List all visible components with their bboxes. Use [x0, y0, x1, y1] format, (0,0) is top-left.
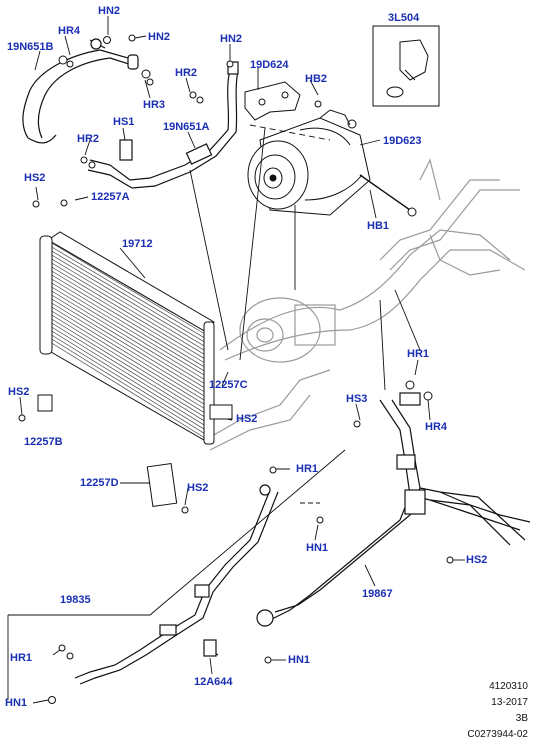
label-19n651b: 19N651B	[7, 41, 54, 53]
bracket	[244, 81, 301, 121]
condenser-fin	[49, 277, 206, 372]
label-12257b: 12257B	[24, 436, 63, 448]
condenser-fin	[49, 337, 206, 435]
condenser-fin	[49, 289, 206, 385]
footer-illustration-id: C0273944-02	[467, 729, 528, 740]
label-hn2-c: HN2	[220, 33, 243, 45]
condenser-fin	[49, 341, 206, 439]
pipe-19867	[256, 392, 531, 627]
condenser-fin	[49, 245, 206, 339]
condenser-fin	[49, 273, 206, 368]
label-hs3: HS3	[346, 393, 368, 405]
label-19d624: 19D624	[250, 59, 289, 71]
label-hn2-top: HN2	[98, 5, 121, 17]
condenser-fin	[49, 325, 206, 422]
condenser-fin	[49, 317, 206, 414]
label-hs2-d: HS2	[187, 482, 209, 494]
label-hr4-top: HR4	[58, 25, 81, 37]
footer-date: 13-2017	[491, 697, 528, 708]
label-hn1-b: HN1	[288, 654, 311, 666]
label-hb2: HB2	[305, 73, 328, 85]
condenser-fin	[49, 293, 206, 389]
label-hn1-c: HN1	[5, 697, 28, 709]
condenser-fin	[49, 249, 206, 343]
condenser-fin	[49, 333, 206, 430]
hose-19n651a	[87, 61, 239, 189]
condenser-fin	[49, 329, 206, 426]
condenser-fin	[49, 269, 206, 364]
label-hr1-b: HR1	[296, 463, 319, 475]
label-hr1-c: HR1	[10, 652, 33, 664]
part-3l504-box	[372, 25, 440, 107]
condenser-fin	[49, 301, 206, 397]
label-12257d: 12257D	[80, 477, 119, 489]
label-3l504: 3L504	[388, 12, 420, 24]
label-hn1-a: HN1	[306, 542, 329, 554]
condenser-fin	[49, 261, 206, 356]
condenser-fin	[49, 257, 206, 351]
label-12257a: 12257A	[91, 191, 130, 203]
label-19n651a: 19N651A	[163, 121, 210, 133]
footer-ref: 4120310	[489, 681, 528, 692]
label-hr1-a: HR1	[407, 348, 430, 360]
label-hs2-c: HS2	[236, 413, 258, 425]
label-12a644: 12A644	[194, 676, 233, 688]
label-hs2-e: HS2	[466, 554, 488, 566]
clips-fasteners	[18, 34, 454, 704]
condenser-fin	[49, 305, 206, 401]
condenser	[39, 231, 215, 445]
label-19835: 19835	[60, 594, 91, 606]
compressor	[247, 109, 417, 217]
condenser-fin	[49, 253, 206, 347]
label-19d623: 19D623	[383, 135, 422, 147]
condenser-fin	[49, 321, 206, 418]
condenser-fin	[49, 241, 206, 335]
label-hr2-a: HR2	[175, 67, 198, 79]
label-hr3: HR3	[143, 99, 166, 111]
label-19867: 19867	[362, 588, 393, 600]
label-12257c: 12257C	[209, 379, 248, 391]
label-hs1: HS1	[113, 116, 135, 128]
label-hs2-a: HS2	[24, 172, 46, 184]
condenser-fin	[49, 309, 206, 406]
label-hr2-b: HR2	[77, 133, 100, 145]
ghost-pipework	[204, 158, 526, 451]
condenser-fin	[49, 297, 206, 393]
condenser-fin	[49, 285, 206, 381]
label-19712: 19712	[122, 238, 153, 250]
footer-code: 3B	[515, 713, 528, 724]
label-hb1: HB1	[367, 220, 390, 232]
hose-19n651b	[22, 38, 139, 144]
footer-block: 4120310 13-2017 3B C0273944-02	[440, 681, 528, 743]
pipe-19835	[74, 484, 279, 685]
label-hr4-b: HR4	[425, 421, 448, 433]
label-hn2-b: HN2	[148, 31, 171, 43]
label-hs2-b: HS2	[8, 386, 30, 398]
condenser-fin	[49, 313, 206, 410]
condenser-fin	[49, 265, 206, 360]
condenser-fin	[49, 281, 206, 376]
